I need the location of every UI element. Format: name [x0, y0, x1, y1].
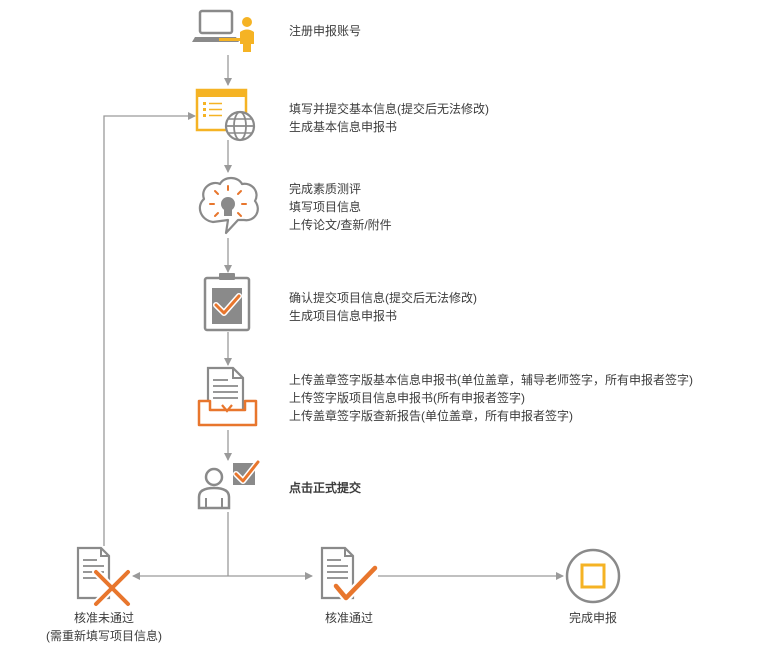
- connectors: [103, 55, 564, 580]
- register-account-icon: [192, 9, 254, 52]
- step-basic-info: 填写并提交基本信息(提交后无法修改) 生成基本信息申报书: [289, 100, 489, 136]
- approved-title: 核准通过: [324, 611, 374, 625]
- upload-document-tray-icon: [197, 366, 258, 427]
- rejected-document-icon: [76, 546, 132, 608]
- step-line: 填写项目信息: [289, 200, 362, 214]
- complete-circle-icon: [565, 548, 621, 604]
- step-project-info: 完成素质测评 填写项目信息 上传论文/查新/附件: [289, 180, 392, 234]
- step-line: 确认提交项目信息(提交后无法修改): [289, 291, 477, 305]
- approved-document-icon: [320, 546, 380, 603]
- step-formal-submit: 点击正式提交: [289, 479, 361, 497]
- step-line: 上传盖章签字版查新报告(单位盖章，所有申报者签字): [289, 409, 573, 423]
- step-register: 注册申报账号: [289, 22, 361, 40]
- fill-basic-info-icon: [195, 88, 256, 142]
- step-confirm-project: 确认提交项目信息(提交后无法修改) 生成项目信息申报书: [289, 289, 477, 325]
- step-line: 生成项目信息申报书: [289, 309, 398, 323]
- step-line: 上传签字版项目信息申报书(所有申报者签字): [289, 391, 525, 405]
- step-line: 填写并提交基本信息(提交后无法修改): [289, 102, 489, 116]
- clipboard-check-icon: [203, 273, 251, 332]
- done-label: 完成申报: [569, 609, 617, 627]
- rejected-label: 核准未通过 (需重新填写项目信息): [46, 609, 162, 645]
- approved-label: 核准通过: [325, 609, 373, 627]
- step-line: 上传论文/查新/附件: [289, 218, 392, 232]
- rejected-sublabel: (需重新填写项目信息): [46, 629, 162, 643]
- person-checkbox-icon: [197, 459, 261, 510]
- step-line: 点击正式提交: [289, 481, 362, 495]
- rejected-title: 核准未通过: [73, 611, 134, 625]
- step-line: 生成基本信息申报书: [289, 120, 398, 134]
- step-line: 上传盖章签字版基本信息申报书(单位盖章，辅导老师签字，所有申报者签字): [289, 373, 693, 387]
- done-title: 完成申报: [568, 611, 618, 625]
- step-line: 完成素质测评: [289, 182, 362, 196]
- lightbulb-cloud-icon: [198, 176, 259, 235]
- step-upload-signed: 上传盖章签字版基本信息申报书(单位盖章，辅导老师签字，所有申报者签字) 上传签字…: [289, 371, 693, 425]
- step-line: 注册申报账号: [289, 24, 362, 38]
